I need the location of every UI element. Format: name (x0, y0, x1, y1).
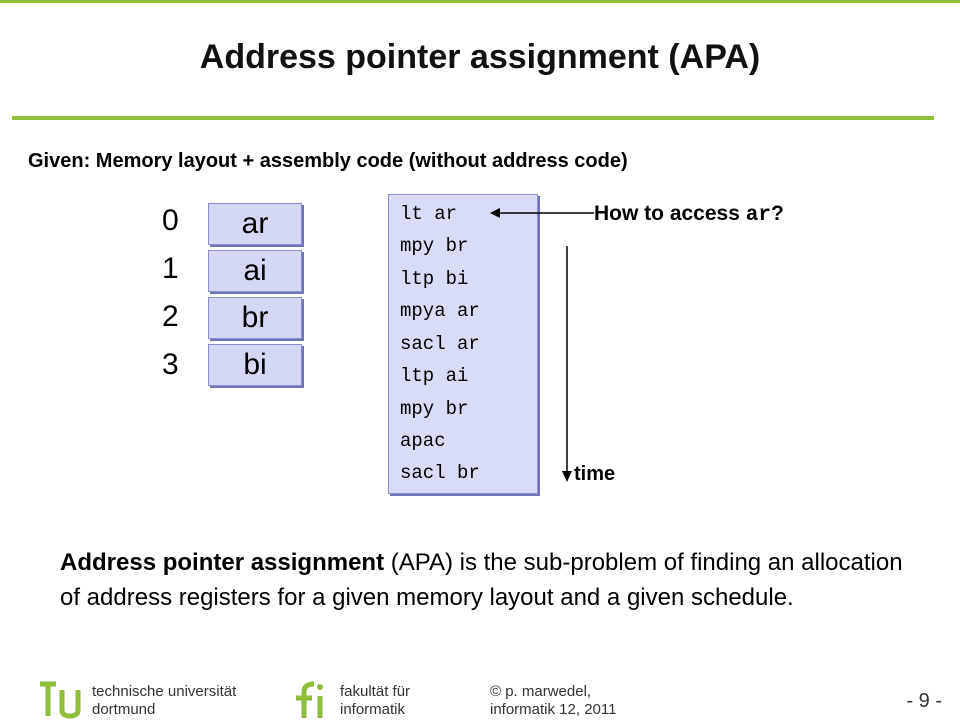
footer-author: © p. marwedel,informatik 12, 2011 (490, 683, 617, 718)
time-label: time (574, 463, 616, 485)
memory-index-3: 3 (162, 348, 179, 381)
code-line: ltp ai (400, 365, 469, 387)
page-number: - 9 - (906, 690, 942, 712)
code-line: apac (400, 430, 446, 452)
time-arrow (562, 246, 572, 482)
code-line: mpy br (400, 235, 469, 257)
slide-title: Address pointer assignment (APA) (199, 38, 761, 76)
code-line: mpya ar (400, 300, 480, 322)
memory-index-1: 1 (162, 252, 179, 285)
code-line: sacl ar (400, 333, 480, 355)
code-line: sacl br (400, 462, 480, 484)
assembly-code-box (388, 194, 538, 494)
memory-cell-ai: ai (208, 250, 302, 292)
apa-definition: Address pointer assignment (APA) is the … (60, 549, 903, 611)
code-line: mpy br (400, 398, 469, 420)
top-accent-line (0, 0, 960, 3)
memory-index-2: 2 (162, 300, 179, 333)
code-line: lt ar (400, 203, 458, 225)
memory-index-0: 0 (162, 204, 179, 237)
memory-cell-bi: bi (208, 344, 302, 386)
title-divider (12, 116, 934, 120)
access-arrow (490, 208, 594, 218)
memory-cell-ar: ar (208, 203, 302, 245)
access-question: How to access ar? (594, 202, 784, 227)
fi-logo-icon (296, 681, 323, 718)
given-text: Given: Memory layout + assembly code (wi… (28, 150, 628, 172)
memory-cell-br: br (208, 297, 302, 339)
tu-logo-icon (40, 681, 81, 719)
code-line: ltp bi (400, 268, 469, 290)
